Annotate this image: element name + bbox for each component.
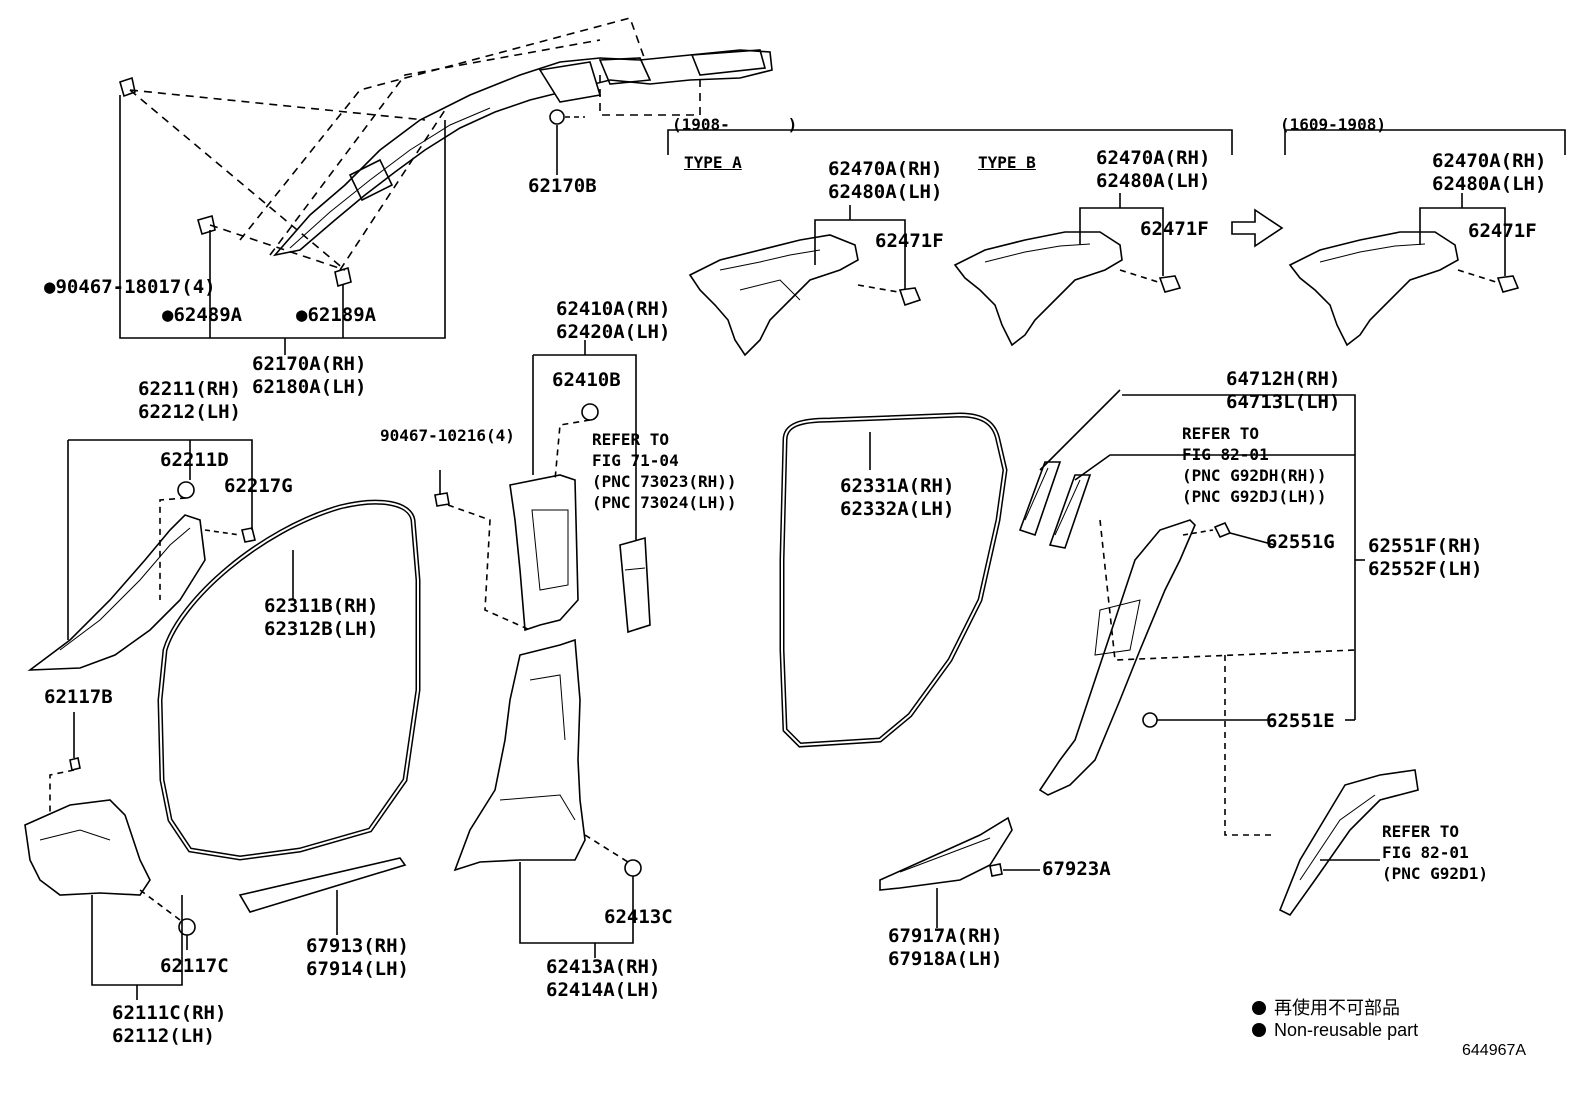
callout-62170a: 62170A(RH) 62180A(LH)	[252, 353, 367, 398]
callout-62470a-type-b: 62470A(RH) 62480A(LH)	[1096, 147, 1211, 192]
quarter-pillar-trim-drawing	[1018, 389, 1419, 917]
quarter-trim-earlier-drawing	[1284, 129, 1566, 347]
callout-62551g: 62551G	[1266, 531, 1335, 553]
callout-62489a: ●62489A	[162, 304, 243, 326]
callout-62551f: 62551F(RH) 62552F(LH)	[1368, 535, 1483, 580]
refer-fig-82-01-vents: REFER TO FIG 82-01 (PNC G92DH(RH)) (PNC …	[1182, 424, 1327, 506]
callout-62471f-type-a: 62471F	[875, 230, 944, 252]
callout-62471f-type-b: 62471F	[1140, 218, 1209, 240]
callout-62551e: 62551E	[1266, 710, 1335, 732]
refer-fig-82-01-duct: REFER TO FIG 82-01 (PNC G92D1)	[1382, 822, 1488, 883]
quarter-trim-type-a-drawing	[667, 129, 1233, 357]
callout-62111c: 62111C(RH) 62112(LH)	[112, 1002, 227, 1047]
callout-62217g: 62217G	[224, 475, 293, 497]
callout-90467-10216: 90467-10216(4)	[380, 426, 515, 445]
callout-67913: 67913(RH) 67914(LH)	[306, 935, 409, 980]
rear-door-weatherstrip-drawing	[779, 412, 1040, 928]
cowl-side-trim-drawing	[24, 712, 196, 1000]
quarter-trim-type-b-drawing	[953, 193, 1284, 347]
callout-67923a: 67923A	[1042, 858, 1111, 880]
callout-62470a-earlier: 62470A(RH) 62480A(LH)	[1432, 150, 1547, 195]
legend-english: Non-reusable part	[1252, 1020, 1418, 1041]
heading-type-a: TYPE A	[684, 153, 742, 172]
callout-62331a: 62331A(RH) 62332A(LH)	[840, 475, 955, 520]
figure-code: 644967A	[1462, 1042, 1527, 1059]
center-pillar-lower-trim-drawing	[453, 638, 642, 958]
front-pillar-garnish-drawing	[27, 439, 256, 671]
legend-japanese-text: 再使用不可部品	[1274, 998, 1400, 1018]
legend-dot-icon	[1252, 1023, 1266, 1037]
legend-japanese: 再使用不可部品	[1252, 994, 1400, 1020]
callout-62311b: 62311B(RH) 62312B(LH)	[264, 595, 379, 640]
legend-english-text: Non-reusable part	[1274, 1020, 1419, 1040]
front-door-weatherstrip-drawing	[157, 499, 421, 935]
date-range-type-a: (1908- )	[672, 115, 798, 134]
callout-62413a: 62413A(RH) 62414A(LH)	[546, 956, 661, 1001]
heading-type-b: TYPE B	[978, 153, 1036, 172]
callout-62189a: ●62189A	[296, 304, 377, 326]
callout-62413c: 62413C	[604, 906, 673, 928]
callout-62410b: 62410B	[552, 369, 621, 391]
callout-62170b: 62170B	[528, 175, 597, 197]
callout-67917a: 67917A(RH) 67918A(LH)	[888, 925, 1003, 970]
callout-62410a: 62410A(RH) 62420A(LH)	[556, 298, 671, 343]
legend-dot-icon	[1252, 1001, 1266, 1015]
front-pillar-upper-trim-drawing	[119, 17, 773, 355]
callout-62471f-earlier: 62471F	[1468, 220, 1537, 242]
callout-64712h: 64712H(RH) 64713L(LH)	[1226, 368, 1341, 413]
callout-62117b: 62117B	[44, 686, 113, 708]
callout-62117c: 62117C	[160, 955, 229, 977]
refer-fig-71-04: REFER TO FIG 71-04 (PNC 73023(RH)) (PNC …	[592, 430, 737, 512]
callout-90467-18017: ●90467-18017(4)	[44, 276, 216, 298]
date-range-earlier: (1609-1908)	[1280, 115, 1386, 134]
center-pillar-upper-trim-drawing	[434, 340, 651, 634]
callout-62211d: 62211D	[160, 449, 229, 471]
callout-62211: 62211(RH) 62212(LH)	[138, 378, 241, 423]
callout-62470a-type-a: 62470A(RH) 62480A(LH)	[828, 158, 943, 203]
